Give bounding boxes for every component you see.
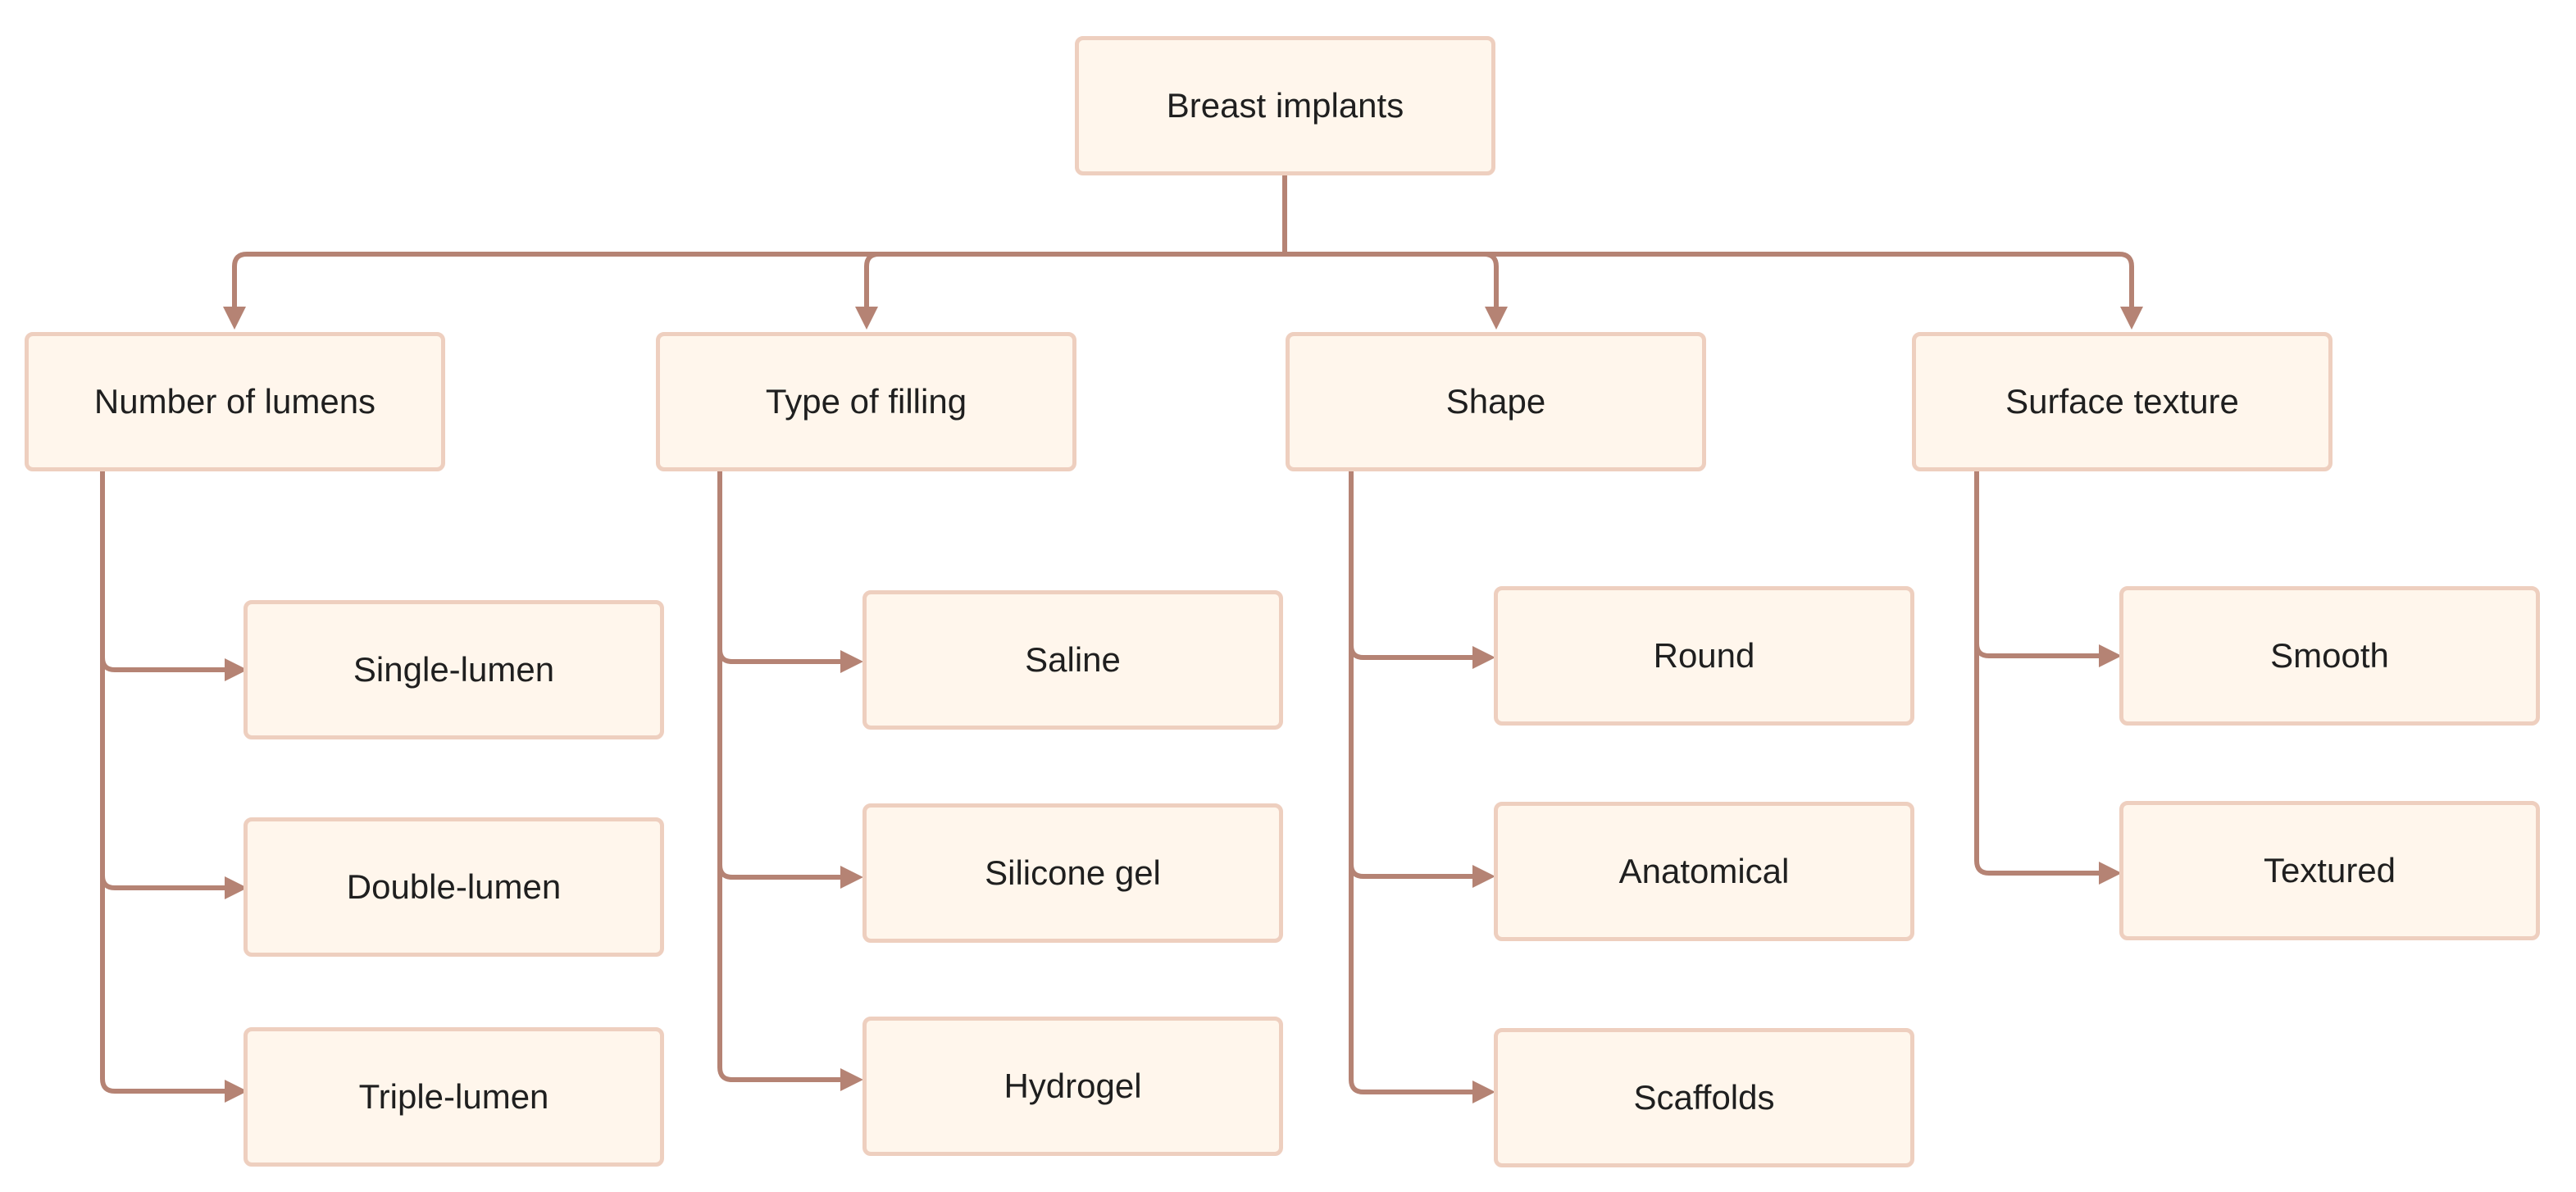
arrowhead-number-of-lumens xyxy=(223,307,246,330)
arrowhead-surface-texture xyxy=(2120,307,2143,330)
arrowhead-saline xyxy=(840,650,863,673)
arrowhead-triple-lumen xyxy=(225,1080,248,1103)
arrowhead-round xyxy=(1472,646,1495,669)
item-smooth: Smooth xyxy=(2119,586,2540,726)
arrowhead-type-of-filling xyxy=(855,307,878,330)
item-silicone-gel: Silicone gel xyxy=(862,803,1283,943)
category-type-of-filling: Type of filling xyxy=(656,332,1076,471)
arrowhead-hydrogel xyxy=(840,1068,863,1091)
item-textured: Textured xyxy=(2119,801,2540,940)
arrowhead-anatomical xyxy=(1472,865,1495,888)
item-double-lumen: Double-lumen xyxy=(243,817,664,957)
arrowhead-shape xyxy=(1485,307,1508,330)
arrowhead-smooth xyxy=(2099,644,2122,667)
item-triple-lumen: Triple-lumen xyxy=(243,1027,664,1167)
arrowhead-textured xyxy=(2099,862,2122,885)
item-round: Round xyxy=(1494,586,1914,726)
item-saline: Saline xyxy=(862,590,1283,730)
item-single-lumen: Single-lumen xyxy=(243,600,664,739)
category-surface-texture: Surface texture xyxy=(1912,332,2333,471)
arrowhead-double-lumen xyxy=(225,876,248,899)
arrowhead-single-lumen xyxy=(225,658,248,681)
category-shape: Shape xyxy=(1286,332,1706,471)
root-node: Breast implants xyxy=(1075,36,1495,175)
item-scaffolds: Scaffolds xyxy=(1494,1028,1914,1167)
item-hydrogel: Hydrogel xyxy=(862,1017,1283,1156)
item-anatomical: Anatomical xyxy=(1494,802,1914,941)
arrowhead-scaffolds xyxy=(1472,1081,1495,1103)
category-number-of-lumens: Number of lumens xyxy=(25,332,445,471)
arrowhead-silicone-gel xyxy=(840,866,863,889)
